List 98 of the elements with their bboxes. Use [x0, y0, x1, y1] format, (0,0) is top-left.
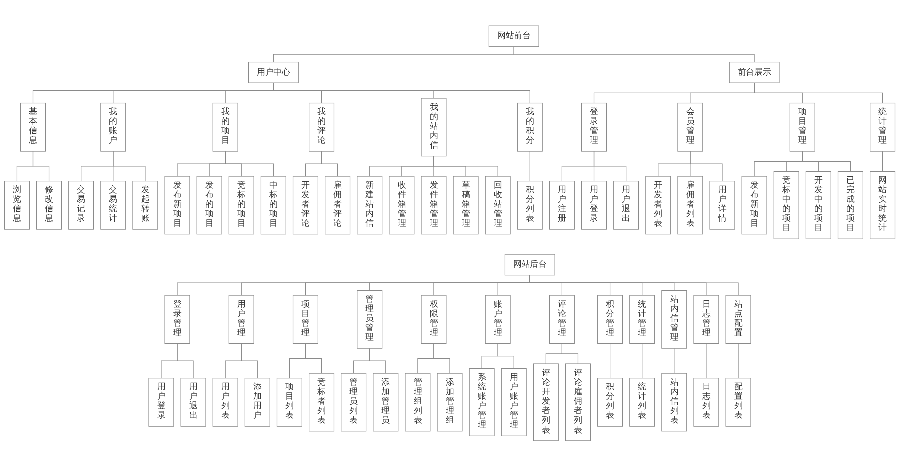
org-chart-box: 日志列表 — [694, 378, 720, 427]
org-chart-box: 用户登录 — [582, 181, 608, 230]
org-chart-box: 我的站内信 — [421, 98, 447, 157]
org-chart-box: 我的账户 — [100, 102, 126, 152]
org-chart-box: 基本信息 — [20, 102, 46, 152]
connector-line — [32, 151, 50, 182]
org-chart-box: 站内信管理 — [662, 290, 688, 349]
org-chart-box: 交易记录 — [68, 181, 94, 230]
org-chart-box: 我的项目 — [212, 102, 238, 152]
org-chart-box: 账户管理 — [485, 295, 511, 344]
org-chart-box: 管理组列表 — [405, 373, 431, 432]
connector-line — [225, 151, 274, 177]
org-chart-box: 用户管理 — [228, 295, 254, 344]
org-chart-box: 统计列表 — [630, 378, 656, 427]
org-chart-box: 登录管理 — [164, 295, 190, 344]
connector-line — [241, 344, 258, 379]
connector-line — [706, 344, 707, 379]
org-chart-box: 用户登录 — [148, 378, 174, 427]
connector-line — [674, 348, 675, 374]
org-chart-box: 发起转账 — [132, 181, 158, 230]
org-chart-box: 开发者列表 — [646, 176, 672, 235]
org-chart-box: 发布新项目 — [742, 176, 768, 235]
org-chart-box: 管理员列表 — [341, 373, 367, 432]
org-chart-box: 登录管理 — [582, 102, 608, 152]
org-chart-box: 发布新项目 — [164, 176, 190, 235]
org-chart-box: 已完成的项目 — [838, 171, 864, 240]
org-chart-box: 统计管理 — [630, 295, 656, 344]
connector-line — [370, 348, 386, 374]
org-chart-box: 浏览信息 — [4, 181, 30, 230]
org-chart-box: 我的积分 — [517, 102, 543, 152]
org-chart-box: 用户注册 — [549, 181, 575, 230]
connector-line — [498, 344, 514, 370]
connector-line — [514, 46, 755, 63]
connector-line — [738, 344, 739, 379]
org-chart-box: 雇佣者列表 — [678, 176, 704, 235]
org-chart-box: 前台展示 — [729, 62, 780, 84]
connector-line — [594, 151, 627, 182]
org-chart-box: 交易统计 — [100, 181, 126, 230]
org-chart-box: 管理员管理 — [357, 290, 383, 349]
org-chart-box: 添加管理员 — [373, 373, 399, 432]
org-chart-box: 收件箱管理 — [389, 176, 415, 235]
org-chart-box: 草稿箱管理 — [453, 176, 479, 235]
org-chart-box: 我的评论 — [309, 102, 335, 152]
org-chart-box: 竞标者列表 — [309, 373, 335, 432]
org-chart-box: 日志管理 — [694, 295, 720, 344]
connector-line — [530, 275, 739, 296]
connector-line — [177, 344, 194, 379]
org-chart-box: 统计管理 — [870, 102, 896, 152]
org-chart-box: 评论雇佣者列表 — [565, 364, 591, 442]
connector-line — [642, 344, 643, 379]
org-chart-box: 中标的项目 — [260, 176, 286, 235]
org-chart-box: 开发中的项目 — [806, 171, 832, 240]
org-chart-box: 评论管理 — [549, 295, 575, 344]
org-chart-box: 雇佣者评论 — [325, 176, 351, 235]
connector-line — [305, 344, 322, 374]
org-chart-box: 新建站内信 — [357, 176, 383, 235]
org-chart-box: 发件箱管理 — [421, 176, 447, 235]
org-chart-box: 积分列表 — [598, 378, 624, 427]
org-chart-box: 发布的项目 — [196, 176, 222, 235]
org-chart-box: 用户列表 — [212, 378, 238, 427]
org-chart-box: 修改信息 — [36, 181, 62, 230]
org-chart-box: 用户退出 — [180, 378, 206, 427]
connector-line — [562, 344, 579, 364]
connector-line — [802, 151, 852, 172]
org-chart-box: 竞标中的项目 — [774, 171, 800, 240]
connector-line — [434, 156, 498, 177]
org-chart-box: 用户账户管理 — [501, 368, 527, 436]
connector-line — [754, 82, 884, 104]
org-chart-box: 用户中心 — [248, 62, 299, 84]
org-chart-box: 积分管理 — [598, 295, 624, 344]
org-chart-box: 站点配置 — [726, 295, 752, 344]
org-chart-box: 回收站管理 — [485, 176, 511, 235]
org-chart-box: 评论开发者列表 — [533, 364, 559, 442]
org-chart-box: 用户退出 — [614, 181, 640, 230]
org-chart-box: 项目管理 — [292, 295, 318, 344]
connector-line — [434, 344, 450, 374]
org-chart-box: 会员管理 — [678, 102, 704, 152]
org-chart-box: 开发者评论 — [292, 176, 318, 235]
connector-line — [610, 344, 611, 379]
org-chart-box: 积分列表 — [517, 181, 543, 230]
connector-line — [321, 151, 338, 177]
org-chart-box: 项目列表 — [276, 378, 302, 427]
org-chart-box: 网站前台 — [488, 26, 540, 48]
org-chart-box: 添加管理组 — [437, 373, 463, 432]
org-chart-box: 项目管理 — [790, 102, 816, 152]
org-chart-box: 用户详情 — [710, 181, 736, 230]
org-chart-box: 网站实时统计 — [870, 171, 896, 240]
org-chart-box: 网站后台 — [504, 254, 556, 276]
connector-line — [273, 82, 530, 104]
org-chart-box: 权限管理 — [421, 295, 447, 344]
connector-line — [113, 151, 146, 182]
org-chart-box: 添加用户 — [244, 378, 270, 427]
connector-line — [690, 151, 723, 182]
connector-line — [882, 151, 884, 172]
org-chart-box: 站内信列表 — [662, 373, 688, 432]
org-chart-box: 配置列表 — [726, 378, 752, 427]
org-chart-box: 竞标的项目 — [228, 176, 254, 235]
org-chart-box: 系统账户管理 — [469, 368, 495, 436]
